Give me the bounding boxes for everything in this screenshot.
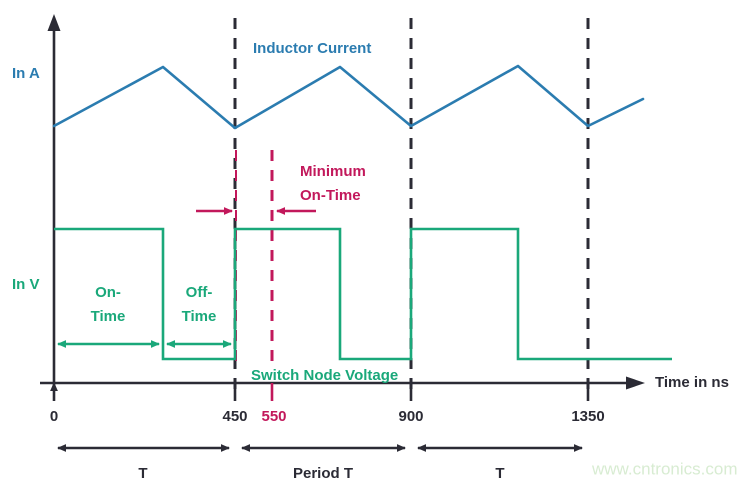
y-axis-current-label: In A [12, 65, 40, 82]
tick-label-900: 900 [398, 408, 423, 425]
axes-group [40, 14, 645, 391]
y-axis-voltage-label: In V [12, 276, 40, 293]
period-spans-group: T Period T T [57, 444, 583, 482]
period-span-1-label: T [138, 465, 147, 482]
off-time-annotation: Off- Time [166, 284, 232, 348]
tick-label-450: 450 [222, 408, 247, 425]
min-on-time-label-line1: Minimum [300, 163, 366, 180]
period-span-3-label: T [495, 465, 504, 482]
on-time-label-line2: Time [91, 308, 126, 325]
inductor-current-waveform [52, 64, 645, 130]
off-time-label-line2: Time [182, 308, 217, 325]
off-time-label-line1: Off- [186, 284, 213, 301]
switch-node-voltage-label: Switch Node Voltage [251, 367, 398, 384]
inductor-current-label: Inductor Current [253, 40, 371, 57]
minimum-on-time-annotation: Minimum On-Time [196, 163, 366, 215]
tick-label-550: 550 [261, 408, 286, 425]
watermark: www.cntronics.com [591, 459, 737, 478]
switch-node-voltage-waveform [54, 227, 672, 361]
min-on-time-label-line2: On-Time [300, 187, 361, 204]
inductor-current-trace [52, 64, 645, 130]
on-time-annotation: On- Time [57, 284, 160, 348]
tick-label-1350: 1350 [571, 408, 604, 425]
on-time-label-line1: On- [95, 284, 121, 301]
tick-label-0: 0 [50, 408, 58, 425]
y-axis-arrowhead [47, 14, 61, 31]
x-axis-label: Time in ns [655, 374, 729, 391]
x-axis-arrowhead [626, 376, 645, 390]
x-axis-ticks-group: 0 450 550 900 1350 [50, 383, 605, 425]
period-span-2-label: Period T [293, 465, 353, 482]
switch-node-voltage-trace [54, 227, 672, 361]
